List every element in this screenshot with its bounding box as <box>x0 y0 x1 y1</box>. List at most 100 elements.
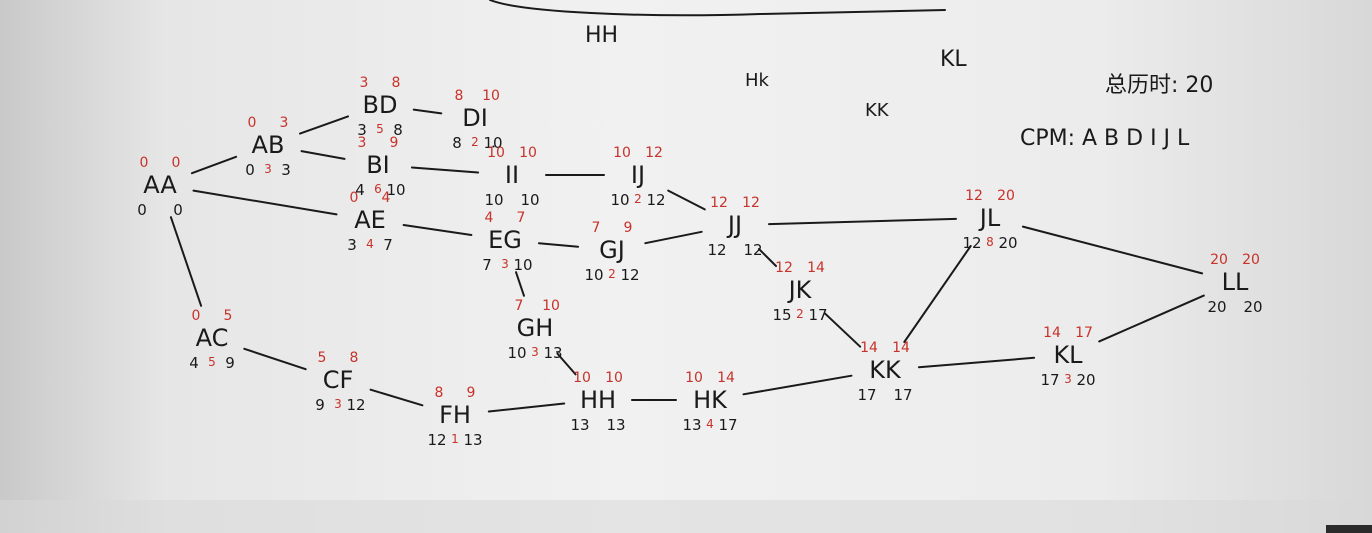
node-es-cf: 5 <box>318 350 327 366</box>
node-lf-kk: 17 <box>893 386 912 404</box>
node-ls-ab: 0 <box>245 161 255 179</box>
node-duration-ab: 3 <box>264 162 272 176</box>
node-ef-kl: 17 <box>1075 325 1093 341</box>
node-ls-jj: 12 <box>707 241 726 259</box>
edge-kl-ll <box>1098 294 1205 343</box>
node-lf-jj: 12 <box>743 241 762 259</box>
node-lf-fh: 13 <box>463 431 482 449</box>
node-lf-ac: 9 <box>225 354 235 372</box>
edge-aa-ab <box>190 155 238 175</box>
edge-bi-ii <box>410 166 480 174</box>
edge-ac-cf <box>243 347 307 371</box>
node-ls-aa: 0 <box>137 201 147 219</box>
node-ls-ac: 4 <box>189 354 199 372</box>
annotation-mid-label-2: KK <box>865 100 890 121</box>
node-ef-ij: 12 <box>645 145 663 161</box>
node-label-kl: KL <box>1053 341 1083 369</box>
node-ls-eg: 7 <box>482 256 492 274</box>
photo-corner-mark <box>1326 525 1372 533</box>
edge-eg-gj <box>537 242 580 248</box>
node-ls-ae: 3 <box>347 236 357 254</box>
edge-kk-kl <box>917 356 1036 369</box>
cpm-note: CPM: A B D I J L <box>1020 126 1190 151</box>
node-ls-kk: 17 <box>857 386 876 404</box>
node-ef-aa: 0 <box>172 155 181 171</box>
edge-jl-ll <box>1021 225 1204 275</box>
node-ef-eg: 7 <box>517 210 526 226</box>
node-label-kk: KK <box>869 356 902 384</box>
node-lf-gh: 13 <box>543 344 562 362</box>
node-ls-kl: 17 <box>1040 371 1059 389</box>
node-ls-jl: 12 <box>962 234 981 252</box>
node-es-jk: 12 <box>775 260 793 276</box>
node-es-jj: 12 <box>710 195 728 211</box>
node-lf-ii: 10 <box>520 191 539 209</box>
node-lf-bi: 10 <box>386 181 405 199</box>
node-ef-hk: 14 <box>717 370 735 386</box>
node-ls-gh: 10 <box>507 344 526 362</box>
node-label-gj: GJ <box>599 236 625 264</box>
node-es-ii: 10 <box>487 145 505 161</box>
node-ls-fh: 12 <box>427 431 446 449</box>
node-lf-eg: 10 <box>513 256 532 274</box>
node-label-cf: CF <box>323 366 354 394</box>
node-duration-di: 2 <box>471 135 479 149</box>
node-label-hk: HK <box>693 386 728 414</box>
node-label-ab: AB <box>252 131 285 159</box>
node-lf-ll: 20 <box>1243 298 1262 316</box>
edge-jj-jk <box>758 248 777 267</box>
node-duration-ac: 5 <box>208 355 216 369</box>
node-es-kk: 14 <box>860 340 878 356</box>
node-label-aa: AA <box>143 171 177 199</box>
node-label-ij: IJ <box>631 161 645 189</box>
node-ls-di: 8 <box>452 134 462 152</box>
node-ls-gj: 10 <box>584 266 603 284</box>
edge-ab-bi <box>300 150 346 160</box>
node-lf-ij: 12 <box>646 191 665 209</box>
node-es-eg: 4 <box>485 210 494 226</box>
node-ef-hh: 10 <box>605 370 623 386</box>
node-es-fh: 8 <box>435 385 444 401</box>
node-duration-ij: 2 <box>634 192 642 206</box>
node-es-ae: 0 <box>350 190 359 206</box>
node-ef-ae: 4 <box>382 190 391 206</box>
node-ef-jl: 20 <box>997 188 1015 204</box>
node-ef-di: 10 <box>482 88 500 104</box>
node-label-jl: JL <box>978 204 1001 232</box>
node-label-fh: FH <box>439 401 471 429</box>
node-label-bi: BI <box>366 151 390 179</box>
node-duration-gj: 2 <box>608 267 616 281</box>
node-ef-jk: 14 <box>807 260 825 276</box>
edge-gh-hh <box>556 352 577 376</box>
node-es-di: 8 <box>455 88 464 104</box>
node-label-ae: AE <box>354 206 386 234</box>
total-time-note: 总历时: 20 <box>1105 73 1213 98</box>
annotation-top-right-label: KL <box>940 47 967 72</box>
node-duration-jl: 8 <box>986 235 994 249</box>
node-ef-bd: 8 <box>392 75 401 91</box>
node-es-bd: 3 <box>360 75 369 91</box>
node-es-aa: 0 <box>140 155 149 171</box>
node-es-ab: 0 <box>248 115 257 131</box>
node-label-bd: BD <box>363 91 398 119</box>
node-es-ij: 10 <box>613 145 631 161</box>
node-label-jj: JJ <box>726 211 742 239</box>
node-ef-ll: 20 <box>1242 252 1260 268</box>
node-ls-bi: 4 <box>355 181 365 199</box>
node-es-gj: 7 <box>592 220 601 236</box>
node-es-hh: 10 <box>573 370 591 386</box>
node-lf-ae: 7 <box>383 236 393 254</box>
